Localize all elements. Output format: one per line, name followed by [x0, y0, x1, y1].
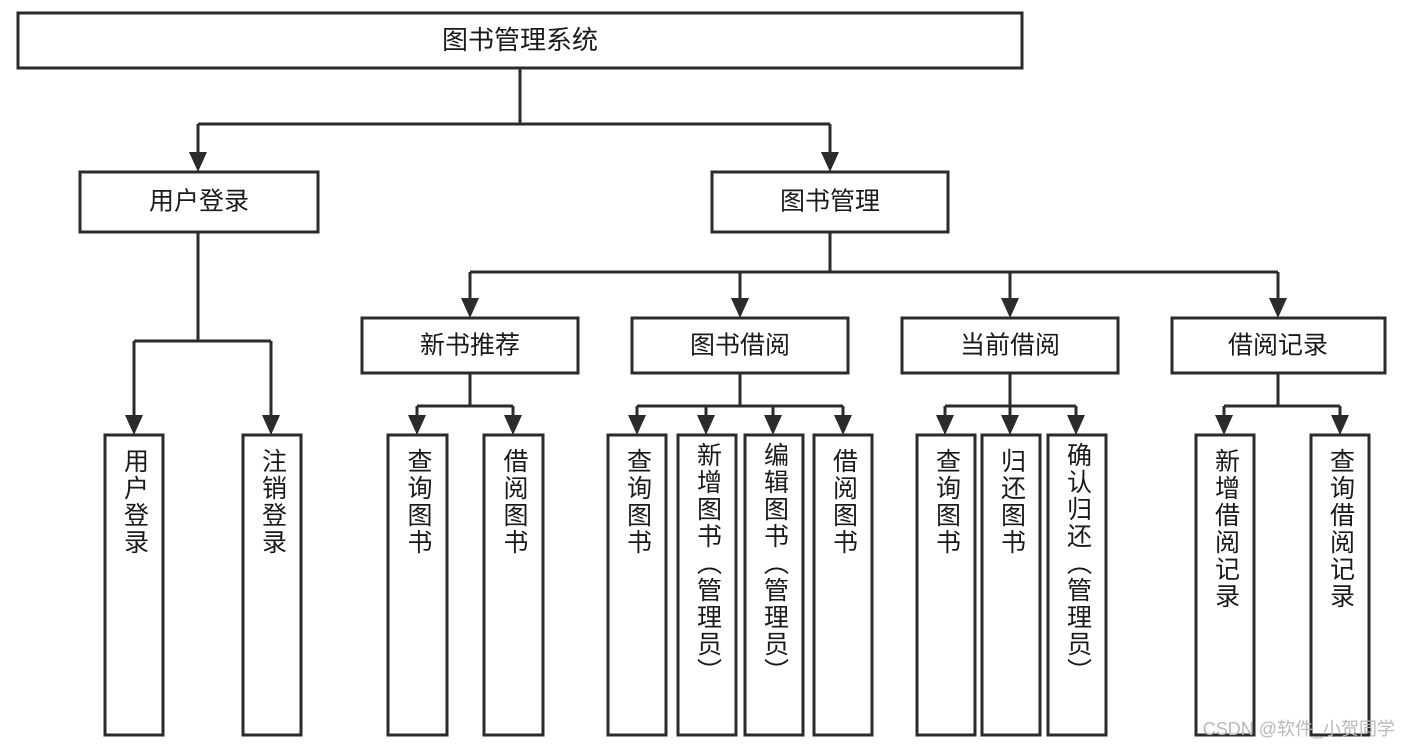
node-book-borrow-label: 图书借阅 [690, 332, 790, 360]
node-root-label: 图书管理系统 [442, 25, 598, 55]
connector-group-book-borrow [628, 373, 852, 435]
node-new-book-box[interactable] [360, 316, 580, 375]
node-current-borrow-box[interactable] [900, 316, 1120, 375]
leaf-box-newbook-query[interactable] [386, 433, 449, 737]
arrow-borrow-record-add [1215, 415, 1233, 435]
node-new-book-label: 新书推荐 [420, 332, 520, 360]
arrow-current-borrow-query [936, 415, 954, 435]
node-user-login-label: 用户登录 [149, 188, 249, 216]
arrow-leaf-user-login [125, 415, 143, 435]
node-book-manage-box[interactable] [710, 170, 950, 234]
node-borrow-record-label: 借阅记录 [1228, 332, 1328, 360]
leaf-box-record-query[interactable] [1309, 433, 1371, 737]
leaf-box-record-add[interactable] [1194, 433, 1256, 737]
leaf-box-user-login[interactable] [103, 433, 165, 737]
node-book-manage-label: 图书管理 [780, 188, 880, 216]
leaf-box-borrow-query[interactable] [606, 433, 668, 737]
leaf-box-logout[interactable] [241, 433, 303, 737]
arrow-book-borrow-query [628, 415, 646, 435]
arrow-current-borrow-confirm [1067, 415, 1085, 435]
arrow-current-borrow-return [1001, 415, 1019, 435]
connector-group-new-book [408, 373, 522, 435]
arrow-book-borrow-edit [764, 415, 782, 435]
arrow-to-current-borrow [1001, 298, 1019, 318]
connector-group-borrow-record [1215, 373, 1349, 435]
leaf-box-borrow-edit[interactable] [743, 433, 805, 737]
connector-group-current-borrow [936, 373, 1085, 435]
connector-group-book-manage [461, 232, 1287, 318]
connector-group-user-login [125, 232, 280, 435]
node-root-box[interactable] [16, 11, 1024, 70]
arrow-to-book-manage [821, 152, 839, 172]
node-current-borrow-label: 当前借阅 [960, 332, 1060, 360]
arrow-book-borrow-lend [834, 415, 852, 435]
arrow-to-borrow-record [1269, 298, 1287, 318]
arrow-to-user-login [189, 152, 207, 172]
arrow-borrow-record-query [1331, 415, 1349, 435]
leaf-box-current-return[interactable] [980, 433, 1042, 737]
node-user-login-box[interactable] [78, 170, 320, 234]
arrow-new-book-query [408, 415, 426, 435]
node-book-borrow-box[interactable] [630, 316, 850, 375]
leaf-box-borrow-add[interactable] [676, 433, 738, 737]
leaf-box-newbook-borrow[interactable] [482, 433, 545, 737]
arrow-to-book-borrow [731, 298, 749, 318]
leaf-box-borrow-lend[interactable] [812, 433, 874, 737]
arrow-new-book-borrow [504, 415, 522, 435]
watermark-text: CSDN @软件_小贺同学 [1202, 719, 1395, 739]
arrow-book-borrow-add [697, 415, 715, 435]
node-borrow-record-box[interactable] [1170, 316, 1387, 375]
connector-group-root [189, 68, 839, 172]
leaf-box-current-confirm[interactable] [1046, 433, 1108, 737]
arrow-to-new-book [461, 298, 479, 318]
arrow-leaf-logout [262, 415, 280, 435]
leaf-box-current-query[interactable] [915, 433, 977, 737]
